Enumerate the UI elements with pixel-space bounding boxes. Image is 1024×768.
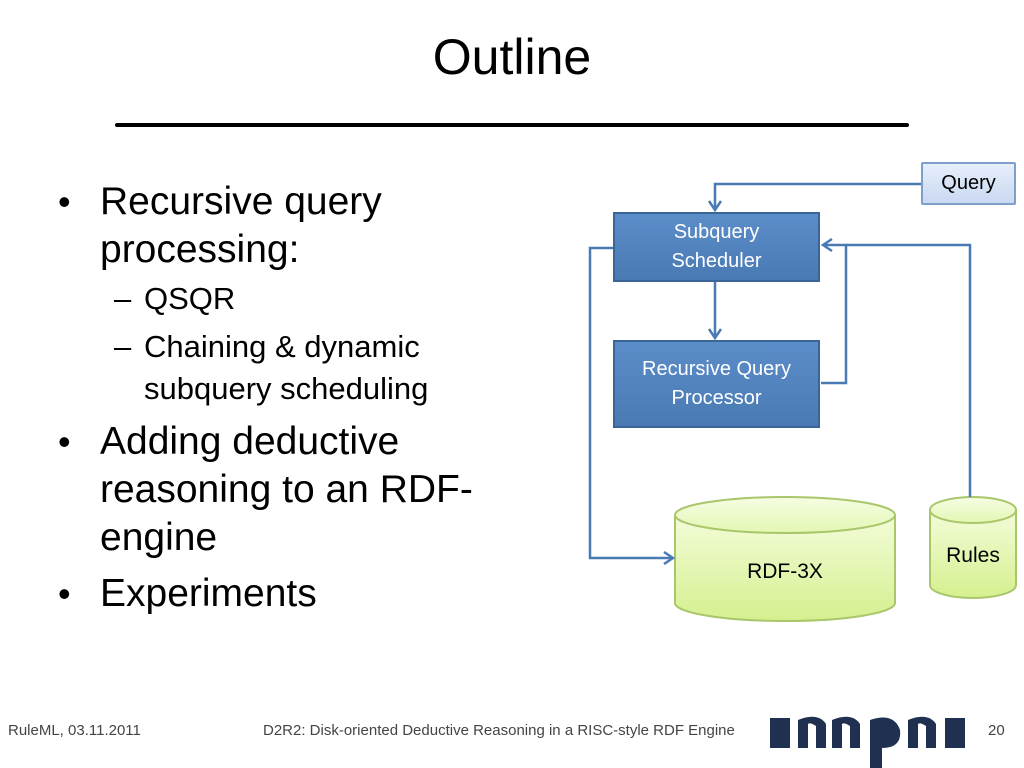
query-label: Query: [941, 172, 996, 194]
mpi-logo: [770, 716, 965, 768]
sub-bullet-chaining: Chaining & dynamic subquery scheduling: [100, 326, 498, 410]
footer-center: D2R2: Disk-oriented Deductive Reasoning …: [263, 722, 735, 739]
query-box: Query: [921, 162, 1016, 205]
bullet-recursive-query-processing: Recursive query processing: QSQR Chainin…: [58, 178, 498, 410]
bullet-experiments: Experiments: [58, 570, 498, 618]
sub-bullet-qsqr: QSQR: [100, 278, 498, 320]
arrow-query-to-scheduler: [713, 182, 922, 210]
bullet-text: Recursive query processing:: [100, 180, 382, 271]
arrow-rules-to-scheduler: [846, 243, 972, 497]
processor-label-line1: Recursive Query: [642, 358, 791, 380]
recursive-query-processor-box: Recursive Query Processor: [613, 340, 820, 428]
rdf3x-database-cylinder: [674, 496, 896, 622]
subquery-scheduler-box: Subquery Scheduler: [613, 212, 820, 282]
bullet-text: Experiments: [100, 572, 317, 615]
arrow-processor-to-scheduler: [821, 243, 848, 385]
bullet-list: Recursive query processing: QSQR Chainin…: [58, 178, 498, 626]
rdf3x-label: RDF-3X: [747, 560, 823, 583]
bullet-text: Adding deductive reasoning to an RDF-eng…: [100, 420, 473, 559]
scheduler-label-line2: Scheduler: [671, 250, 762, 272]
footer-page-number: 20: [988, 722, 1005, 739]
scheduler-label-line1: Subquery: [673, 221, 760, 243]
sub-bullet-list: QSQR Chaining & dynamic subquery schedul…: [100, 278, 498, 410]
processor-label-line2: Processor: [671, 387, 762, 409]
footer-left: RuleML, 03.11.2011: [8, 722, 141, 739]
bullet-deductive-reasoning: Adding deductive reasoning to an RDF-eng…: [58, 418, 498, 562]
rules-label: Rules: [946, 544, 1000, 567]
title-divider: [115, 123, 909, 127]
slide-title: Outline: [432, 29, 592, 85]
